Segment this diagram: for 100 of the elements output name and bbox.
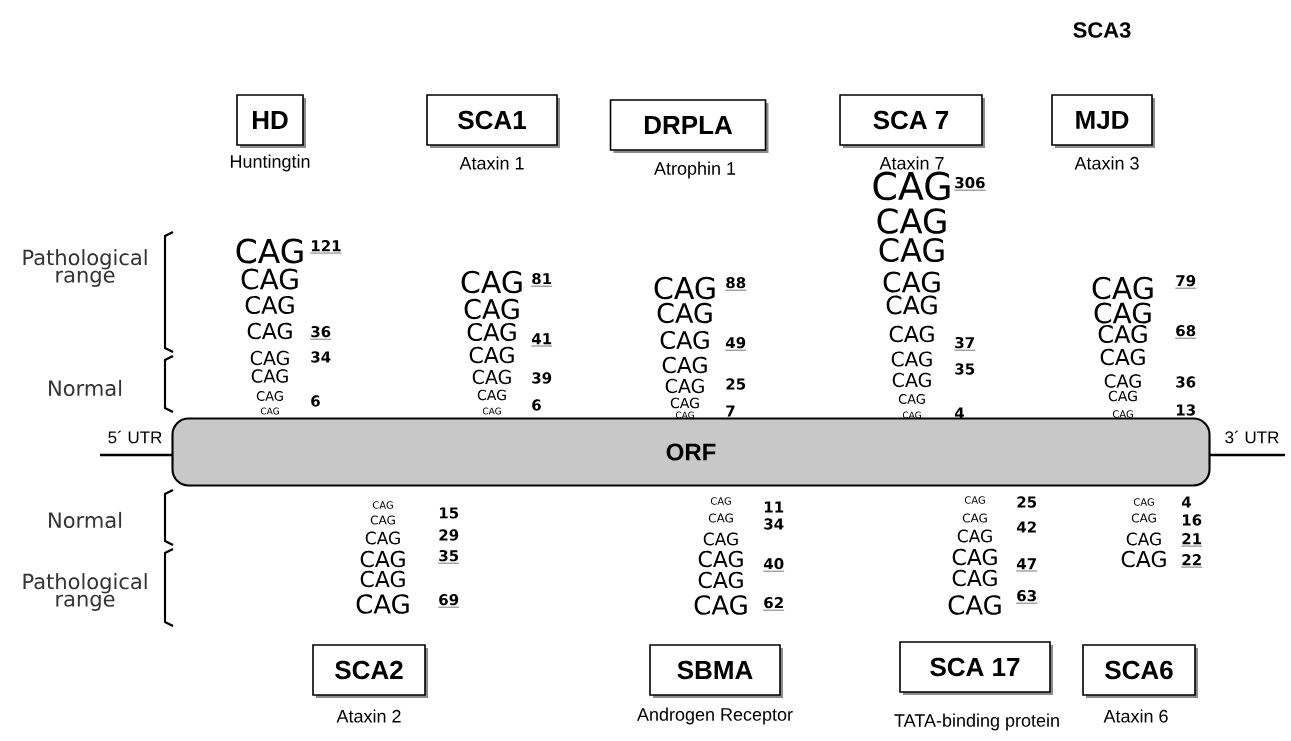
- repeat-label: CAG: [654, 276, 715, 300]
- repeat-label: CAG: [1104, 374, 1141, 388]
- repeat-label: CAG: [877, 208, 946, 234]
- repeat-count: 42: [1016, 521, 1036, 533]
- repeat-label: CAG: [665, 378, 704, 394]
- repeat-count: 62: [763, 597, 785, 611]
- utr-label: 3´ UTR: [1225, 430, 1279, 444]
- repeat-count: 25: [726, 378, 746, 390]
- repeat-label: CAG: [1094, 302, 1151, 324]
- repeat-label: CAG: [241, 268, 298, 290]
- repeat-count: 41: [531, 333, 553, 347]
- repeat-label: CAG: [372, 501, 393, 509]
- repeat-count: 47: [1016, 558, 1038, 572]
- repeat-count: 34: [764, 518, 784, 530]
- repeat-count: 29: [439, 529, 459, 541]
- repeat-label: CAG: [889, 325, 934, 343]
- repeat-count: 36: [1176, 376, 1196, 388]
- repeat-label: CAG: [1098, 324, 1147, 344]
- repeat-label: CAG: [698, 571, 743, 589]
- disease-box: MJD: [1051, 94, 1155, 148]
- repeat-label: CAG: [1092, 276, 1153, 300]
- repeat-count: 79: [1175, 275, 1197, 289]
- repeat-label: CAG: [873, 171, 950, 201]
- repeat-label: CAG: [710, 497, 731, 505]
- repeat-label: CAG: [477, 389, 506, 401]
- repeat-label: CAG: [256, 391, 283, 401]
- repeat-label: CAG: [1121, 550, 1166, 568]
- repeat-label: CAG: [464, 298, 519, 320]
- repeat-count: 63: [1016, 590, 1038, 604]
- repeat-label: CAG: [250, 350, 289, 366]
- protein-name: Ataxin 2: [336, 709, 401, 723]
- orf-bar: ORF: [171, 417, 1211, 487]
- repeat-count: 121: [310, 240, 342, 254]
- repeat-label: CAG: [467, 322, 516, 342]
- protein-name: TATA-binding protein: [894, 713, 1059, 731]
- range-label: Normal: [49, 379, 122, 397]
- range-label: Pathological range: [23, 249, 147, 287]
- repeat-label: CAG: [698, 550, 743, 568]
- repeat-label: CAG: [964, 496, 985, 504]
- repeat-label: CAG: [472, 369, 511, 385]
- repeat-count: 22: [1181, 554, 1203, 568]
- disease-box: SCA2: [312, 644, 428, 698]
- repeat-label: CAG: [662, 356, 707, 374]
- disease-box: SCA1: [426, 94, 560, 148]
- repeat-count: 34: [311, 351, 331, 363]
- repeat-count: 49: [725, 337, 747, 351]
- range-label: Pathological range: [23, 573, 147, 611]
- repeat-label: CAG: [898, 394, 925, 404]
- protein-name: Ataxin 3: [1074, 156, 1139, 170]
- repeat-label: CAG: [892, 372, 931, 388]
- repeat-count: 36: [310, 326, 332, 340]
- repeat-label: CAG: [245, 295, 294, 315]
- repeat-label: CAG: [370, 515, 395, 525]
- repeat-label: CAG: [883, 271, 940, 293]
- repeat-count: 68: [1175, 325, 1197, 339]
- repeat-count: 39: [532, 372, 552, 384]
- repeat-count: 21: [1181, 533, 1203, 547]
- repeat-label: CAG: [1131, 513, 1156, 523]
- repeat-label: CAG: [1100, 348, 1145, 366]
- repeat-label: CAG: [236, 238, 303, 264]
- disease-box: DRPLA: [609, 99, 769, 153]
- repeat-count: 69: [438, 594, 460, 608]
- repeat-label: CAG: [461, 270, 522, 294]
- repeat-count: 306: [954, 177, 986, 191]
- repeat-label: CAG: [962, 513, 987, 523]
- protein-name: Androgen Receptor: [637, 707, 793, 725]
- repeat-label: CAG: [948, 595, 1001, 615]
- range-label: Normal: [49, 511, 122, 529]
- repeat-count: 15: [439, 507, 459, 519]
- disease-box: SCA 17: [899, 641, 1053, 695]
- repeat-label: CAG: [360, 550, 405, 568]
- repeat-label: CAG: [657, 302, 712, 324]
- repeat-label: CAG: [957, 529, 992, 543]
- disease-box: SCA 7: [839, 94, 985, 148]
- repeat-count: 37: [954, 337, 976, 351]
- disease-box: SBMA: [649, 644, 783, 698]
- repeat-label: CAG: [1108, 390, 1137, 402]
- repeat-label: CAG: [360, 570, 405, 588]
- protein-name: Ataxin 1: [459, 156, 524, 170]
- repeat-label: CAG: [356, 594, 409, 614]
- repeat-label: CAG: [886, 295, 937, 315]
- disease-box: HD: [236, 94, 306, 148]
- repeat-label: CAG: [247, 322, 292, 340]
- repeat-label: CAG: [694, 595, 747, 615]
- repeat-label: CAG: [879, 237, 944, 263]
- protein-name: Ataxin 6: [1103, 709, 1168, 723]
- repeat-count: 11: [764, 501, 784, 513]
- repeat-label: CAG: [251, 369, 288, 383]
- repeat-label: CAG: [952, 569, 997, 587]
- repeat-count: 88: [725, 277, 747, 291]
- repeat-label: CAG: [708, 513, 733, 523]
- repeat-label: CAG: [365, 531, 400, 545]
- protein-name: Atrophin 1: [654, 161, 736, 179]
- repeat-label: CAG: [469, 346, 514, 364]
- repeat-label: CAG: [703, 532, 738, 546]
- repeat-count: 81: [531, 273, 553, 287]
- repeat-label: CAG: [660, 330, 709, 350]
- disease-box: SCA6: [1082, 644, 1198, 698]
- repeat-label: CAG: [1133, 498, 1154, 506]
- repeat-count: 16: [1182, 514, 1202, 526]
